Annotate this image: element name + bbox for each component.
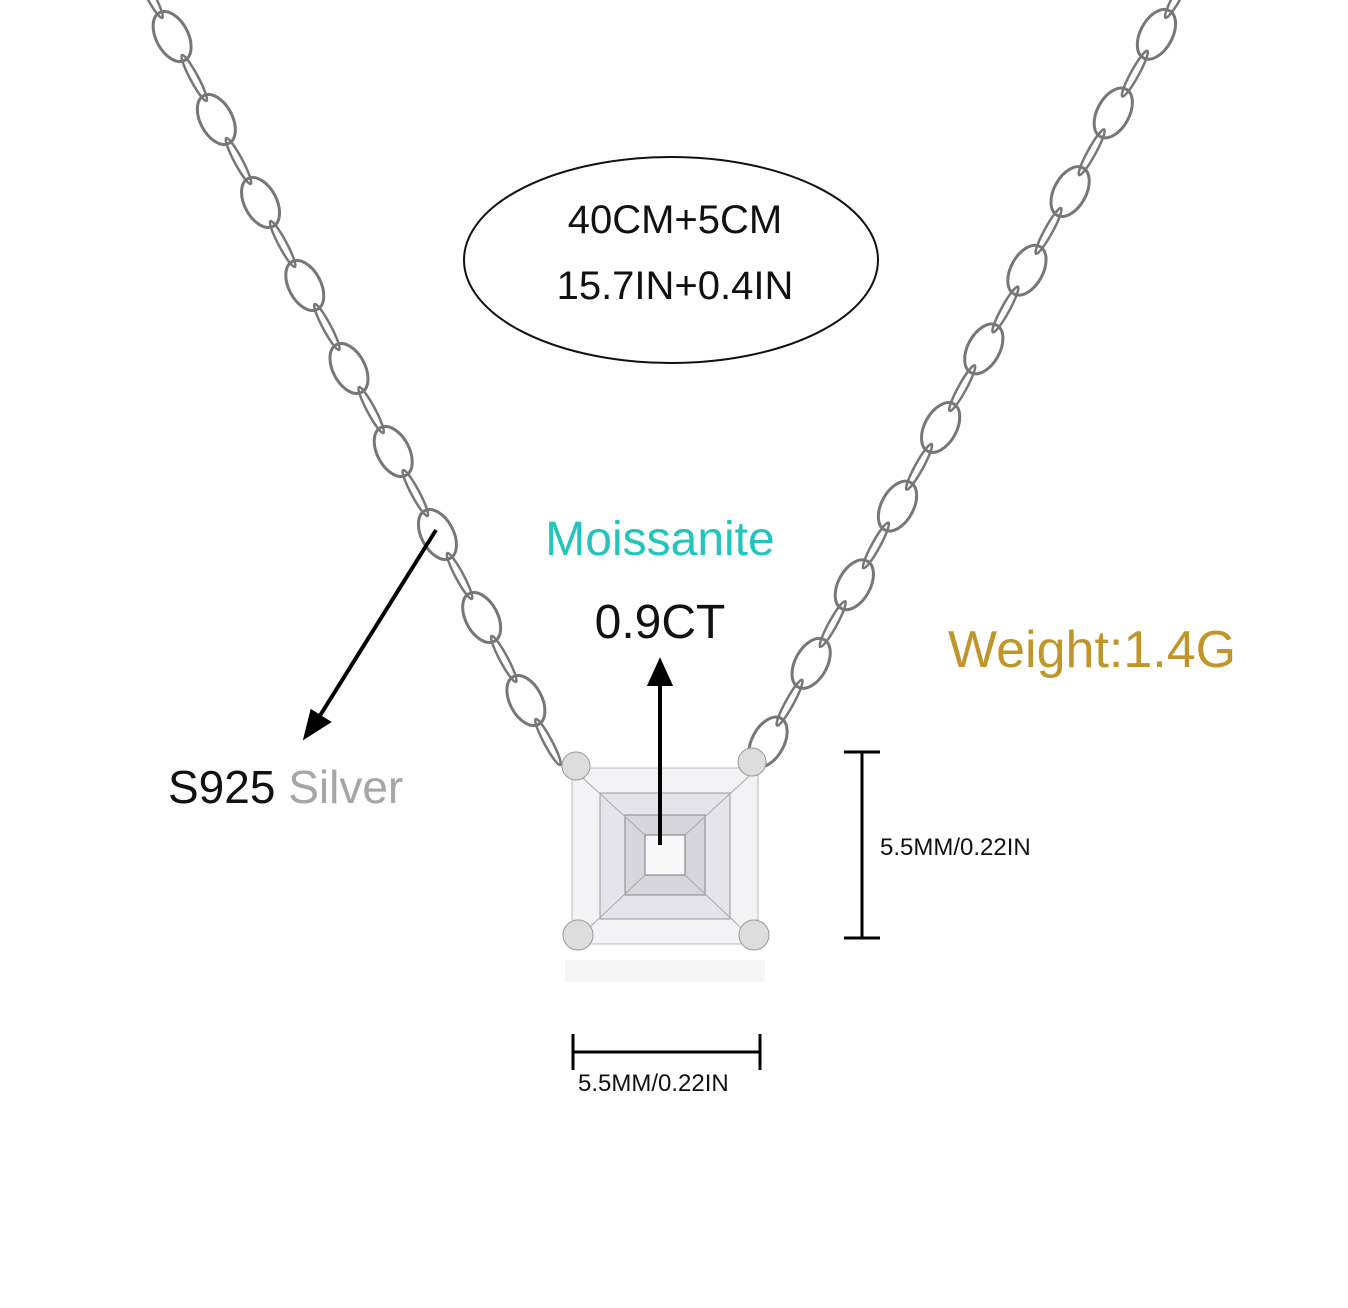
chain-link — [357, 385, 386, 435]
pendant — [561, 747, 770, 982]
chain-link — [445, 551, 474, 601]
chain-link — [833, 558, 875, 612]
chain-link — [1034, 206, 1063, 256]
chain-link — [151, 10, 193, 63]
chain-link — [963, 322, 1005, 376]
chain — [136, 0, 1193, 769]
chain-link — [1006, 243, 1048, 297]
chain-link — [991, 285, 1020, 334]
chain-link — [136, 0, 164, 20]
metal-code: S925 — [168, 761, 276, 813]
chain-link — [268, 219, 297, 269]
chain-link — [489, 634, 518, 684]
chain-link — [461, 591, 503, 644]
metal-label: S925 Silver — [168, 760, 403, 814]
chain-link — [534, 717, 562, 767]
chain-link — [372, 425, 414, 478]
weight-label: Weight:1.4G — [948, 621, 1237, 679]
chain-link — [240, 176, 282, 229]
length-ellipse — [463, 156, 879, 364]
chain-link — [416, 508, 458, 561]
metal-name: Silver — [288, 761, 404, 813]
chain-link — [947, 364, 977, 413]
chain-link — [1120, 49, 1150, 98]
chain-link — [1163, 0, 1193, 20]
chain-link — [180, 53, 209, 103]
chain-link — [328, 342, 370, 395]
height-dimension — [844, 750, 880, 940]
chain-link — [1077, 128, 1106, 177]
chain-link — [224, 136, 253, 186]
stone-name: Moissanite — [545, 513, 775, 566]
chain-link — [790, 636, 832, 690]
chain-link — [505, 674, 547, 727]
chain-link — [195, 93, 237, 146]
chain-link — [401, 468, 430, 518]
chain-link — [818, 599, 847, 649]
chain-link — [312, 302, 341, 352]
chain-link — [920, 401, 962, 454]
stone-carat: 0.9CT — [594, 596, 726, 649]
chain-link — [775, 678, 804, 727]
length-cm: 40CM+5CM — [567, 198, 783, 242]
chain-link — [1049, 165, 1091, 218]
chain-link — [1135, 7, 1178, 61]
width-dimension — [571, 1034, 762, 1070]
length-in: 15.7IN+0.4IN — [556, 264, 794, 308]
chain-link — [876, 479, 919, 533]
metal-arrow — [314, 528, 438, 724]
width-label: 5.5MM/0.22IN — [578, 1070, 729, 1097]
chain-link — [1092, 86, 1134, 140]
chain-link — [861, 521, 891, 570]
height-label: 5.5MM/0.22IN — [880, 834, 1031, 861]
chain-link — [904, 442, 934, 491]
chain-link — [284, 259, 326, 312]
